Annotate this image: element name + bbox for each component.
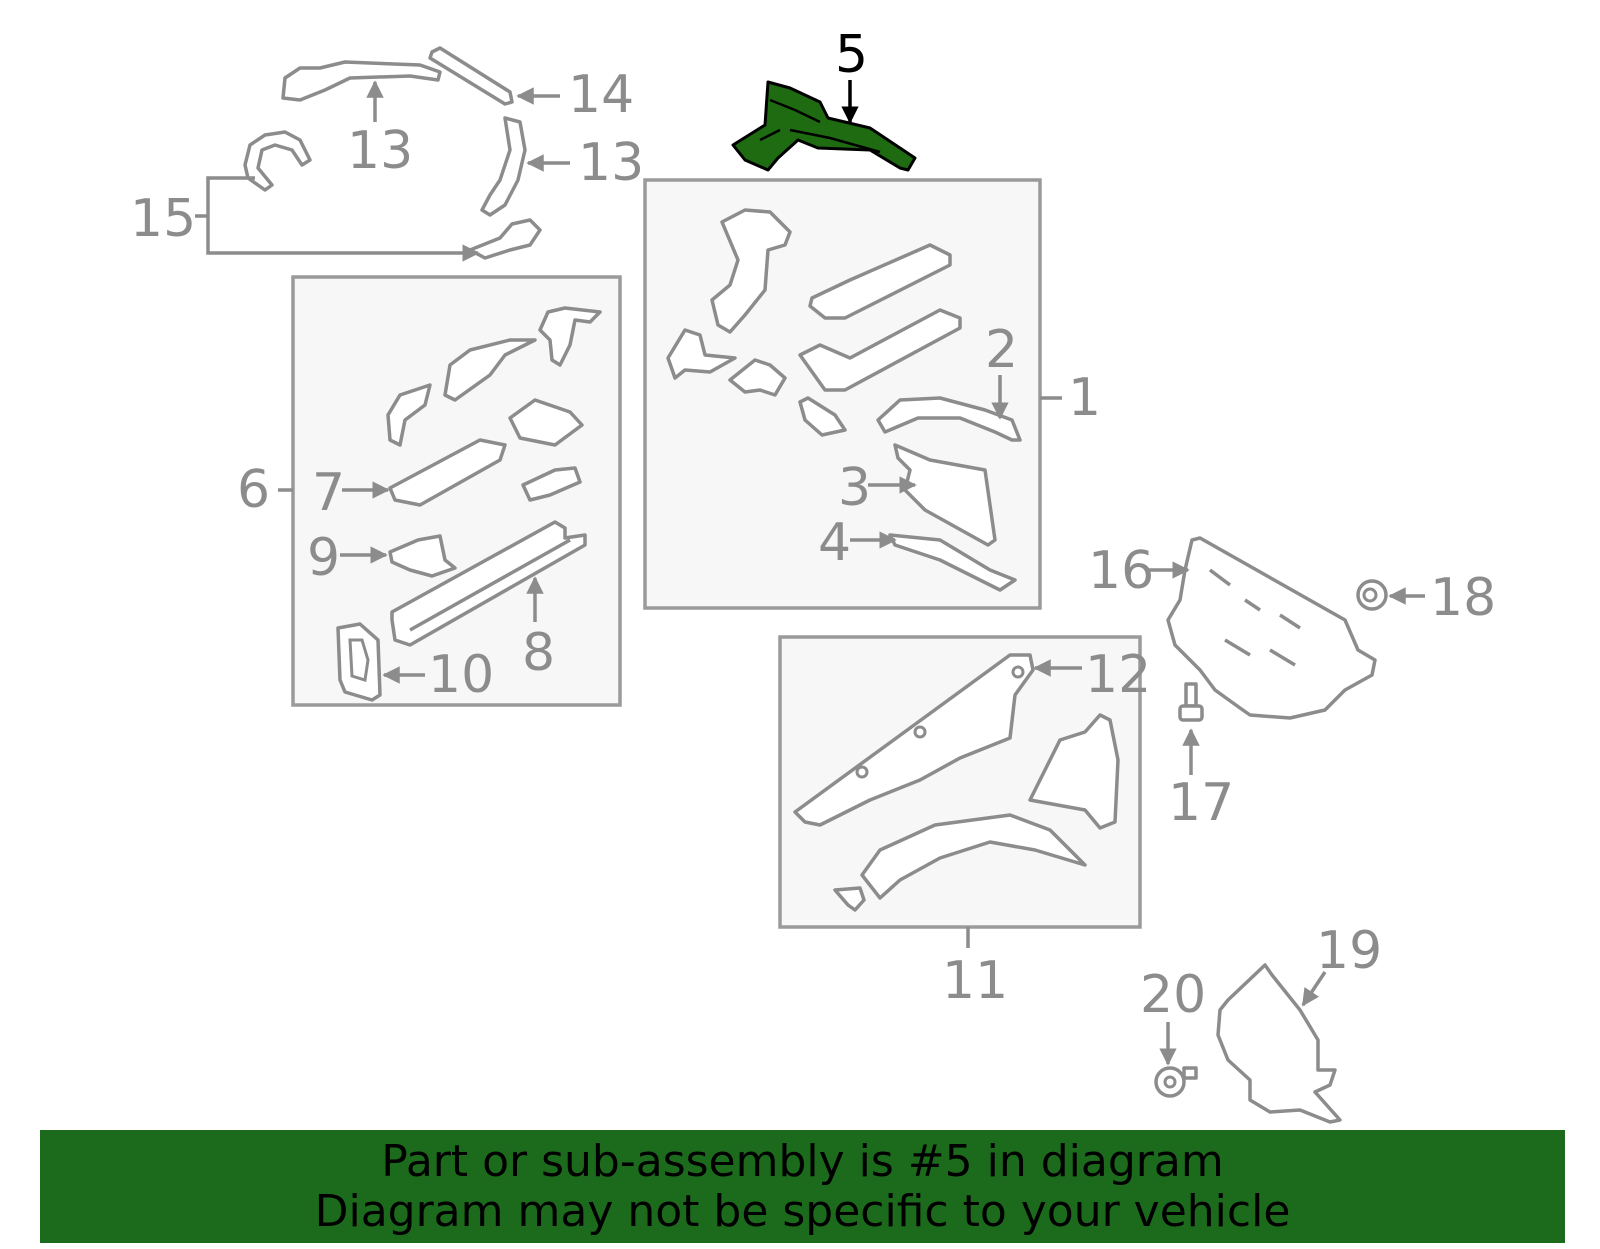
part-1-gusset-c[interactable] xyxy=(798,396,847,437)
part-13-lower[interactable] xyxy=(480,116,527,217)
callout-16: 16 xyxy=(1088,541,1154,601)
part-4[interactable] xyxy=(888,533,1017,592)
notice-banner: Part or sub-assembly is #5 in diagram Di… xyxy=(40,1130,1565,1243)
part-2[interactable] xyxy=(876,396,1022,442)
callout-4: 4 xyxy=(818,513,851,573)
callout-15: 15 xyxy=(130,189,196,249)
callout-1: 1 xyxy=(1068,368,1101,428)
part-20-shaft xyxy=(1182,1066,1198,1080)
part-20[interactable] xyxy=(1154,1066,1198,1098)
part-5-shape xyxy=(731,80,917,172)
callout-19-leader xyxy=(1301,971,1327,1007)
part-1-rail-middle[interactable] xyxy=(798,308,962,392)
part-11-clip[interactable] xyxy=(833,886,866,912)
callout-7: 7 xyxy=(312,463,345,523)
callout-20: 20 xyxy=(1140,965,1206,1025)
callout-3: 3 xyxy=(838,458,871,518)
part-16-ribs xyxy=(1208,568,1301,667)
part-20-center xyxy=(1163,1075,1177,1089)
notice-line-1: Part or sub-assembly is #5 in diagram xyxy=(381,1135,1224,1187)
callout-19: 19 xyxy=(1316,921,1382,981)
part-17-shaft xyxy=(1184,682,1198,708)
callout-18: 18 xyxy=(1430,568,1496,628)
part-1-rail-upper[interactable] xyxy=(808,243,952,320)
part-18[interactable] xyxy=(1356,579,1388,611)
part-9[interactable] xyxy=(388,534,457,578)
part-6-bracket-d[interactable] xyxy=(508,398,584,447)
callout-9: 9 xyxy=(307,528,340,588)
part-5-highlighted[interactable]: 5 xyxy=(731,25,917,172)
notice-line-2: Diagram may not be specific to your vehi… xyxy=(314,1185,1291,1237)
callout-14: 14 xyxy=(568,65,634,125)
part-17[interactable] xyxy=(1178,682,1204,722)
part-6-bracket-a[interactable] xyxy=(538,306,602,367)
part-6-bracket-c[interactable] xyxy=(386,383,432,447)
part-11-arch[interactable] xyxy=(860,813,1087,900)
part-1-gusset-b[interactable] xyxy=(728,358,787,397)
part-12-hole-a xyxy=(855,765,869,779)
part-6-bracket-e[interactable] xyxy=(521,466,582,502)
part-15-upper[interactable] xyxy=(243,130,312,192)
part-7[interactable] xyxy=(388,438,507,507)
callout-11: 11 xyxy=(942,951,1008,1011)
part-8-edge xyxy=(409,538,571,632)
part-1-gusset-a[interactable] xyxy=(666,328,737,380)
part-1-pillar[interactable] xyxy=(710,208,792,334)
part-17-head xyxy=(1178,704,1204,722)
callout-12: 12 xyxy=(1085,645,1151,705)
part-11-panel[interactable] xyxy=(1028,713,1120,830)
part-6-bracket-b[interactable] xyxy=(443,338,537,402)
part-13-upper[interactable] xyxy=(281,60,442,102)
part-14[interactable] xyxy=(428,46,514,106)
callout-13a: 13 xyxy=(347,121,413,181)
part-5-rib xyxy=(759,98,881,154)
part-19[interactable] xyxy=(1216,963,1342,1124)
part-12-hole-c xyxy=(1011,665,1025,679)
part-15-lower[interactable] xyxy=(468,218,542,260)
part-3[interactable] xyxy=(893,443,997,547)
callout-2: 2 xyxy=(985,320,1018,380)
callout-13b: 13 xyxy=(578,133,644,193)
callout-5: 5 xyxy=(835,25,868,85)
part-18-inner xyxy=(1362,587,1378,603)
part-12-hole-b xyxy=(913,725,927,739)
part-10-slot xyxy=(348,638,370,682)
callout-17: 17 xyxy=(1168,773,1234,833)
callout-8: 8 xyxy=(522,623,555,683)
part-12[interactable] xyxy=(793,653,1035,827)
callout-15-bracket xyxy=(206,176,480,262)
callout-6: 6 xyxy=(237,460,270,520)
callout-10: 10 xyxy=(428,645,494,705)
part-16[interactable] xyxy=(1166,536,1377,720)
